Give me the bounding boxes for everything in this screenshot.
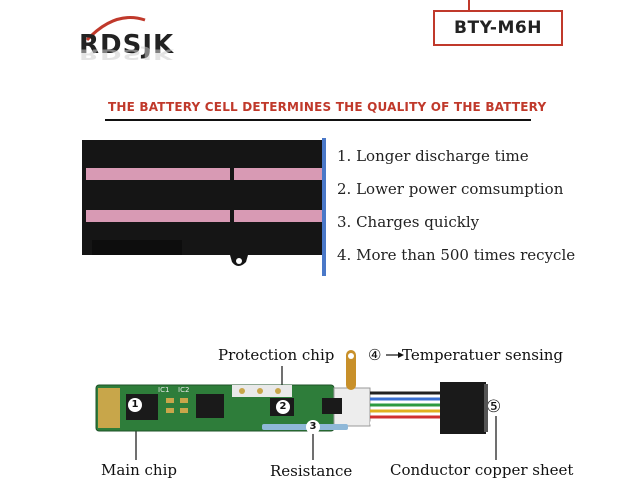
feature-item-3: 3. Charges quickly bbox=[337, 213, 480, 231]
logo-text: RDSJK bbox=[79, 30, 175, 60]
logo-reflection: RDSJK bbox=[79, 45, 175, 63]
feature-item-1: 1. Longer discharge time bbox=[337, 147, 529, 165]
battery-cell-image bbox=[82, 140, 322, 266]
board-marker-2: 2 bbox=[276, 400, 290, 414]
headline-underline bbox=[105, 119, 531, 121]
vertical-divider bbox=[322, 138, 326, 276]
label-resistance: Resistance bbox=[270, 462, 353, 480]
silkscreen-ic1: IC1 bbox=[158, 386, 170, 394]
brand-logo: RDSJK RDSJK bbox=[75, 10, 225, 80]
feature-item-4: 4. More than 500 times recycle bbox=[337, 246, 576, 264]
silkscreen-ic2: IC2 bbox=[178, 386, 190, 394]
logo-swoosh-icon bbox=[85, 16, 146, 42]
label-temperature: Temperatuer sensing bbox=[402, 346, 564, 364]
label-main-chip: Main chip bbox=[101, 461, 177, 479]
board-marker-3: 3 bbox=[306, 420, 320, 434]
model-number: BTY-M6H bbox=[433, 10, 563, 46]
board-marker-1: 1 bbox=[128, 398, 142, 412]
label-temperature-number: ④ bbox=[368, 346, 382, 364]
label-protection-chip: Protection chip bbox=[218, 346, 335, 364]
label-copper-number: ⑤ bbox=[486, 397, 502, 417]
label-copper-sheet: Conductor copper sheet bbox=[390, 461, 574, 479]
model-connector-line bbox=[468, 0, 470, 10]
feature-item-2: 2. Lower power comsumption bbox=[337, 180, 564, 198]
headline: THE BATTERY CELL DETERMINES THE QUALITY … bbox=[108, 100, 547, 114]
